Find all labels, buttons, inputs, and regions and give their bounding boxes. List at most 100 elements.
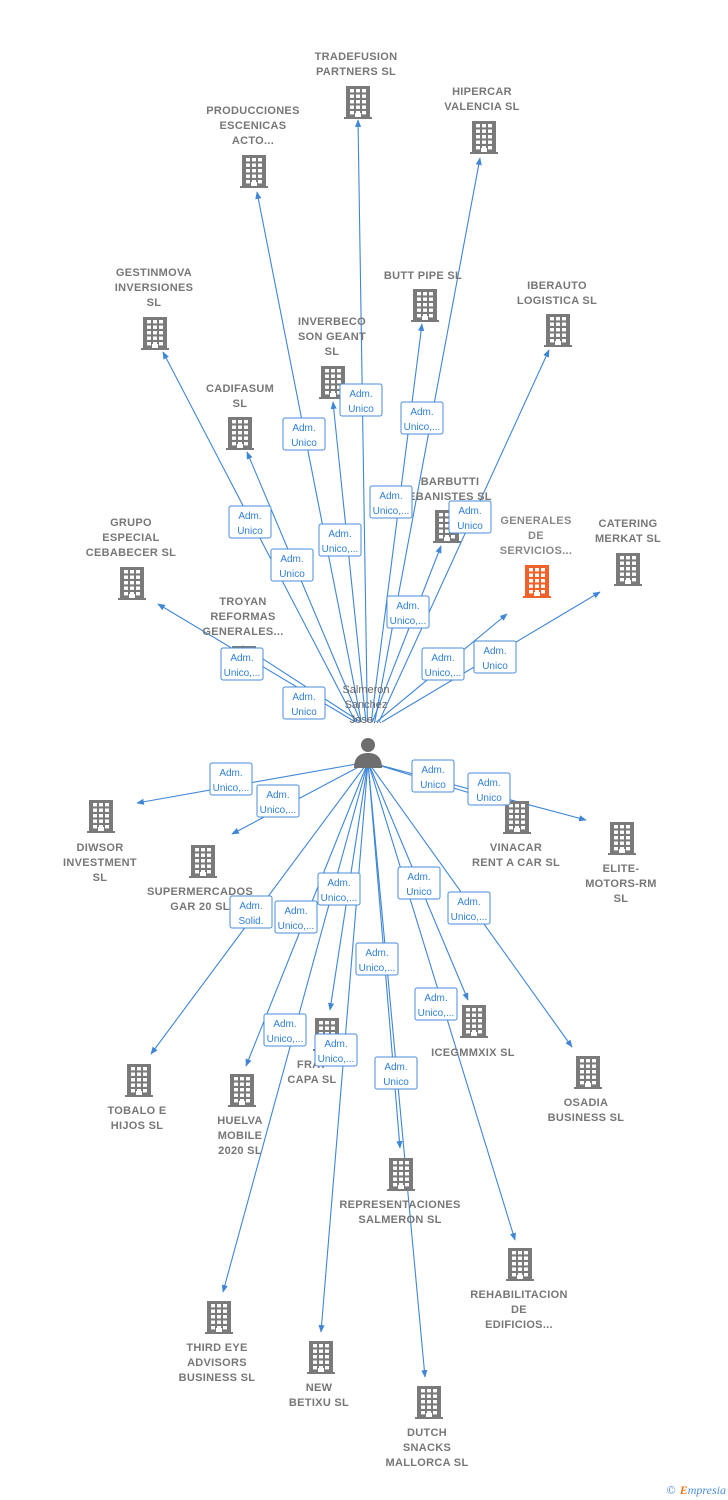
company-label[interactable]: CADIFASUM — [206, 383, 274, 395]
company-label[interactable]: BETIXU SL — [289, 1397, 349, 1409]
company-label[interactable]: THIRD EYE — [186, 1342, 247, 1354]
company-node-supermercados[interactable]: SUPERMERCADOS GAR 20 SL — [147, 845, 253, 913]
company-label[interactable]: GRUPO — [110, 517, 152, 529]
company-label[interactable]: DE — [511, 1304, 527, 1316]
person-label[interactable]: Sanchez — [345, 699, 388, 711]
building-icon[interactable] — [205, 1301, 233, 1334]
company-label[interactable]: ELITE- — [603, 863, 640, 875]
building-icon[interactable] — [608, 822, 636, 855]
company-node-representaciones[interactable]: REPRESENTACIONES SALMERON SL — [339, 1158, 460, 1226]
company-label[interactable]: MERKAT SL — [595, 533, 661, 545]
building-icon[interactable] — [141, 317, 169, 350]
company-label[interactable]: SERVICIOS... — [500, 545, 572, 557]
company-label[interactable]: GESTINMOVA — [116, 267, 192, 279]
building-icon[interactable] — [118, 567, 146, 600]
company-label[interactable]: HIJOS SL — [111, 1120, 164, 1132]
company-node-producciones[interactable]: PRODUCCIONES ESCENICAS ACTO... — [206, 105, 299, 188]
company-label[interactable]: 2020 SL — [218, 1145, 262, 1157]
company-node-dutch[interactable]: DUTCH SNACKS MALLORCA SL — [386, 1386, 469, 1469]
company-label[interactable]: MOTORS-RM — [585, 878, 657, 890]
company-label[interactable]: VINACAR — [490, 842, 542, 854]
building-icon[interactable] — [307, 1341, 335, 1374]
company-label[interactable]: REPRESENTACIONES — [339, 1199, 460, 1211]
building-icon[interactable] — [411, 289, 439, 322]
company-node-iberauto[interactable]: IBERAUTO LOGISTICA SL — [517, 280, 597, 347]
building-icon[interactable] — [387, 1158, 415, 1191]
company-label[interactable]: DE — [528, 530, 544, 542]
building-icon[interactable] — [189, 845, 217, 878]
company-label[interactable]: BUTT PIPE SL — [384, 270, 462, 282]
person-label[interactable]: Salmeron — [342, 684, 389, 696]
company-label[interactable]: SON GEANT — [298, 331, 366, 343]
company-label[interactable]: VALENCIA SL — [444, 101, 519, 113]
company-label[interactable]: GAR 20 SL — [170, 901, 230, 913]
company-label[interactable]: NEW — [306, 1382, 333, 1394]
person-label[interactable]: Jose... — [350, 714, 382, 726]
company-label[interactable]: IBERAUTO — [527, 280, 587, 292]
company-node-cadifasum[interactable]: CADIFASUM SL — [206, 383, 274, 450]
company-label[interactable]: ESPECIAL — [102, 532, 159, 544]
building-icon[interactable] — [460, 1005, 488, 1038]
building-icon[interactable] — [415, 1386, 443, 1419]
company-label[interactable]: ICEGMMXIX SL — [431, 1047, 515, 1059]
building-icon[interactable] — [574, 1056, 602, 1089]
building-icon[interactable] — [228, 1074, 256, 1107]
company-label[interactable]: TROYAN — [219, 596, 266, 608]
company-label[interactable]: SNACKS — [403, 1442, 451, 1454]
company-label[interactable]: MALLORCA SL — [386, 1457, 469, 1469]
person-node[interactable]: SalmeronSanchezJose... — [342, 684, 390, 768]
building-icon[interactable] — [523, 565, 551, 598]
building-icon[interactable] — [503, 801, 531, 834]
building-icon[interactable] — [240, 155, 268, 188]
company-label[interactable]: ADVISORS — [187, 1357, 247, 1369]
company-node-generales[interactable]: GENERALES DE SERVICIOS... — [500, 515, 572, 598]
company-label[interactable]: SUPERMERCADOS — [147, 886, 253, 898]
company-label[interactable]: BUSINESS SL — [548, 1112, 625, 1124]
building-icon[interactable] — [344, 86, 372, 119]
company-label[interactable]: ACTO... — [232, 135, 274, 147]
company-label[interactable]: SL — [93, 872, 108, 884]
company-node-diwsor[interactable]: DIWSOR INVESTMENT SL — [63, 800, 137, 884]
company-node-thirdeye[interactable]: THIRD EYE ADVISORS BUSINESS SL — [179, 1301, 256, 1384]
company-label[interactable]: BUSINESS SL — [179, 1372, 256, 1384]
company-label[interactable]: PARTNERS SL — [316, 66, 396, 78]
company-label[interactable]: RENT A CAR SL — [472, 857, 560, 869]
building-icon[interactable] — [470, 121, 498, 154]
company-label[interactable]: SL — [614, 893, 629, 905]
company-label[interactable]: SALMERON SL — [358, 1214, 441, 1226]
building-icon[interactable] — [226, 417, 254, 450]
company-label[interactable]: ESCENICAS — [220, 120, 287, 132]
company-node-tobalo[interactable]: TOBALO E HIJOS SL — [107, 1064, 166, 1132]
company-label[interactable]: INVESTMENT — [63, 857, 137, 869]
company-node-newbetixu[interactable]: NEW BETIXU SL — [289, 1341, 349, 1409]
company-label[interactable]: TRADEFUSION — [315, 51, 398, 63]
company-label[interactable]: SL — [325, 346, 340, 358]
company-label[interactable]: PRODUCCIONES — [206, 105, 299, 117]
building-icon[interactable] — [614, 553, 642, 586]
company-node-icegmmxix[interactable]: ICEGMMXIX SL — [431, 1005, 515, 1059]
company-label[interactable]: REHABILITACION — [470, 1289, 568, 1301]
company-label[interactable]: SL — [147, 297, 162, 309]
building-icon[interactable] — [506, 1248, 534, 1281]
company-node-elite[interactable]: ELITE- MOTORS-RM SL — [585, 822, 657, 905]
building-icon[interactable] — [544, 314, 572, 347]
company-label[interactable]: LOGISTICA SL — [517, 295, 597, 307]
building-icon[interactable] — [125, 1064, 153, 1097]
company-node-tradefusion[interactable]: TRADEFUSION PARTNERS SL — [315, 51, 398, 119]
company-label[interactable]: SL — [233, 398, 248, 410]
company-label[interactable]: TOBALO E — [107, 1105, 166, 1117]
building-icon[interactable] — [87, 800, 115, 833]
company-label[interactable]: DIWSOR — [76, 842, 123, 854]
company-label[interactable]: CAPA SL — [287, 1074, 336, 1086]
company-label[interactable]: BARBUTTI — [421, 476, 480, 488]
company-node-rehabilitacion[interactable]: REHABILITACIONDEEDIFICIOS... — [470, 1248, 568, 1331]
company-label[interactable]: REFORMAS — [210, 611, 275, 623]
company-label[interactable]: EBANISTES SL — [408, 491, 492, 503]
company-label[interactable]: DUTCH — [407, 1427, 447, 1439]
company-label[interactable]: GENERALES — [500, 515, 571, 527]
company-label[interactable]: CATERING — [598, 518, 657, 530]
company-node-vinacar[interactable]: VINACAR RENT A CAR SL — [472, 801, 560, 869]
